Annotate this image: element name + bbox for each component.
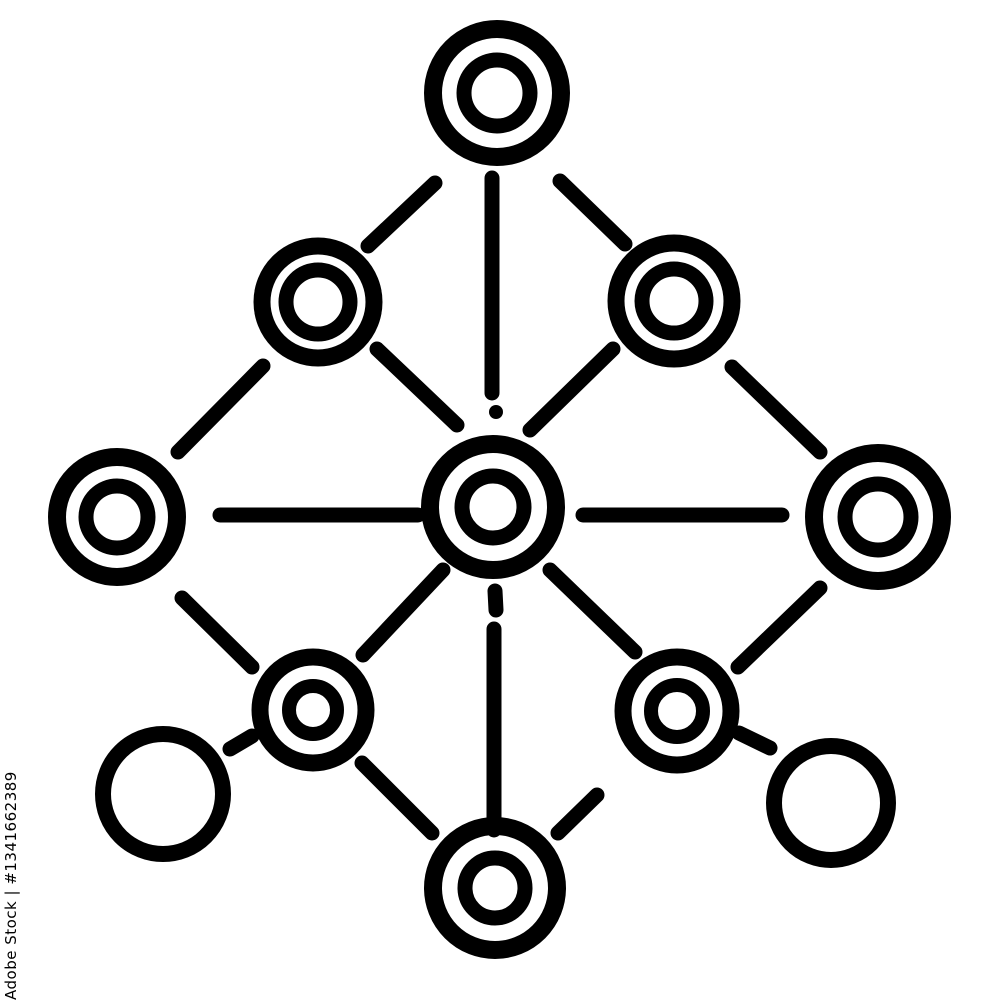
node-outer-right-plain	[766, 738, 896, 868]
node-bottom	[424, 817, 566, 959]
connector-center-stub	[487, 583, 504, 618]
node-outer-left-plain	[95, 726, 231, 862]
connector-upper-left-to-left	[170, 358, 271, 460]
connector-top-to-upper-left	[360, 175, 443, 254]
connector-center-to-lower-left	[355, 562, 451, 663]
node-top	[424, 20, 570, 166]
node-left	[48, 448, 186, 586]
node-lower-right	[614, 648, 740, 774]
connector-left-to-lower-left	[174, 590, 260, 675]
connector-upper-left-to-center	[369, 341, 465, 433]
connector-center-to-lower-right	[542, 562, 643, 660]
connector-lines	[170, 170, 828, 841]
connector-lower-left-to-bottom	[354, 755, 440, 841]
connector-right-to-lower-right	[730, 580, 828, 675]
connector-lower-right-to-outer-right	[731, 725, 778, 756]
stock-watermark-text: Adobe Stock | #1341662389	[2, 771, 20, 1000]
connector-top-to-upper-right	[552, 173, 633, 252]
node-center	[421, 435, 565, 579]
node-right	[805, 444, 951, 590]
connector-lower-left-to-outer-left	[222, 728, 260, 757]
node-lower-left	[251, 648, 375, 772]
connector-upper-right-to-right	[724, 359, 828, 460]
node-upper-right	[607, 234, 741, 368]
node-upper-left	[253, 237, 383, 367]
connector-upper-right-to-center	[522, 341, 621, 438]
connector-bottom-to-lower-right	[550, 787, 605, 841]
small-dot	[489, 405, 503, 419]
